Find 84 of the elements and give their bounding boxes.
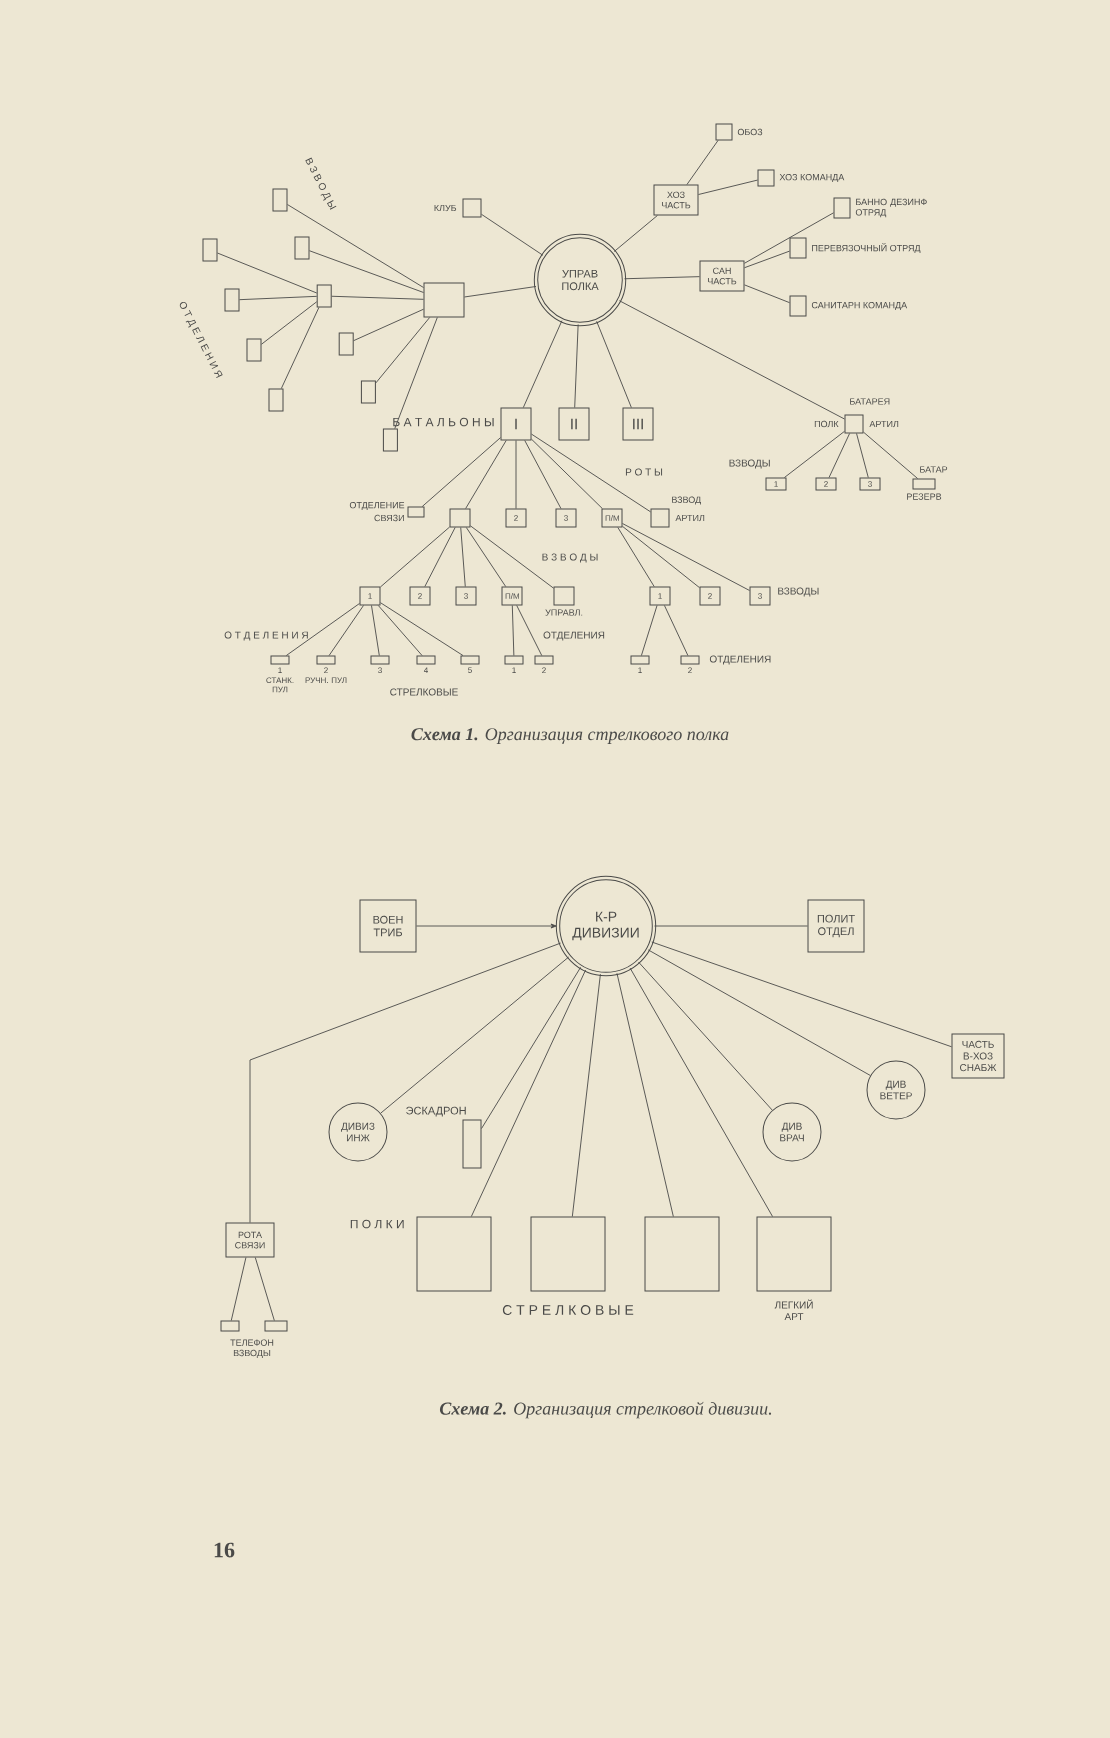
unit-box <box>449 508 471 528</box>
connector-line <box>624 276 700 280</box>
page-number: 16 <box>214 1542 235 1558</box>
connector-line <box>465 440 507 509</box>
connector-line <box>217 252 318 294</box>
unit-box <box>382 428 398 452</box>
connector-line <box>863 431 919 479</box>
connector-line <box>784 430 845 478</box>
connector-line <box>394 317 438 429</box>
connector-line <box>424 527 456 587</box>
connector-line <box>744 250 790 269</box>
unit-box <box>416 1216 492 1292</box>
connector-line <box>531 433 651 513</box>
connector-line <box>629 967 773 1217</box>
connector-line <box>416 923 557 929</box>
unit-box <box>338 332 354 356</box>
connector-line <box>531 438 603 509</box>
connector-line <box>613 215 658 252</box>
connector-line <box>856 433 869 478</box>
unit-box <box>202 238 218 262</box>
connector-line <box>618 300 845 420</box>
connector-line <box>254 1257 275 1321</box>
connector-line <box>481 966 582 1129</box>
connector-line <box>331 295 424 300</box>
connector-line <box>698 179 758 195</box>
connector-line <box>574 324 579 408</box>
connector-line <box>524 440 562 509</box>
connector-line <box>464 286 537 298</box>
connector-line <box>280 307 320 389</box>
connector-line <box>239 295 318 301</box>
connector-line <box>230 1257 247 1321</box>
connector-line <box>287 204 424 288</box>
connector-line <box>515 440 517 509</box>
connector-line <box>380 956 570 1114</box>
connector-line <box>744 284 790 304</box>
connector-line <box>664 605 689 656</box>
connector-line <box>261 301 318 345</box>
connector-line <box>371 605 380 656</box>
caption: Схема 2. Организация стрелковой дивизии. <box>439 1401 772 1419</box>
unit-box <box>316 284 332 308</box>
connector-line <box>285 603 360 656</box>
connector-line <box>460 527 466 587</box>
connector-line <box>516 605 543 656</box>
connector-line <box>380 602 464 656</box>
unit-box <box>294 236 310 260</box>
connector-line <box>511 605 515 656</box>
connector-line <box>481 213 544 256</box>
connector-line <box>375 317 431 384</box>
unit-box <box>264 1320 288 1332</box>
unit-box <box>423 282 465 318</box>
caption: Схема 1. Организация стрелкового полка <box>411 728 729 744</box>
unit-box <box>272 188 288 212</box>
connector-line <box>380 526 450 588</box>
connector-line <box>651 941 952 1048</box>
unit-box <box>530 1216 606 1292</box>
connector-line <box>647 949 871 1076</box>
connector-line <box>638 961 773 1111</box>
connector-line <box>622 525 700 589</box>
connector-line <box>309 250 424 293</box>
unit-box <box>644 1216 720 1292</box>
connector-line <box>617 527 655 587</box>
connector-line <box>744 212 834 264</box>
connector-line <box>377 605 423 656</box>
unit-box <box>268 388 284 412</box>
connector-line <box>470 969 587 1217</box>
connector-line <box>470 525 554 589</box>
unit-box <box>360 380 376 404</box>
connector-line <box>686 140 719 185</box>
connector-line <box>353 308 424 342</box>
connector-line <box>828 433 851 478</box>
connector-line <box>622 523 750 591</box>
connector-line <box>522 320 563 408</box>
connector-line <box>465 527 507 587</box>
connector-line <box>654 925 808 927</box>
connector-line <box>616 972 674 1217</box>
connector-line <box>328 605 364 656</box>
connector-line <box>571 973 601 1217</box>
unit-box <box>224 288 240 312</box>
connector-line <box>596 320 632 408</box>
connector-line <box>249 942 562 1223</box>
connector-line <box>421 437 501 507</box>
connector-line <box>640 605 658 656</box>
unit-box <box>246 338 262 362</box>
unit-box <box>220 1320 240 1332</box>
